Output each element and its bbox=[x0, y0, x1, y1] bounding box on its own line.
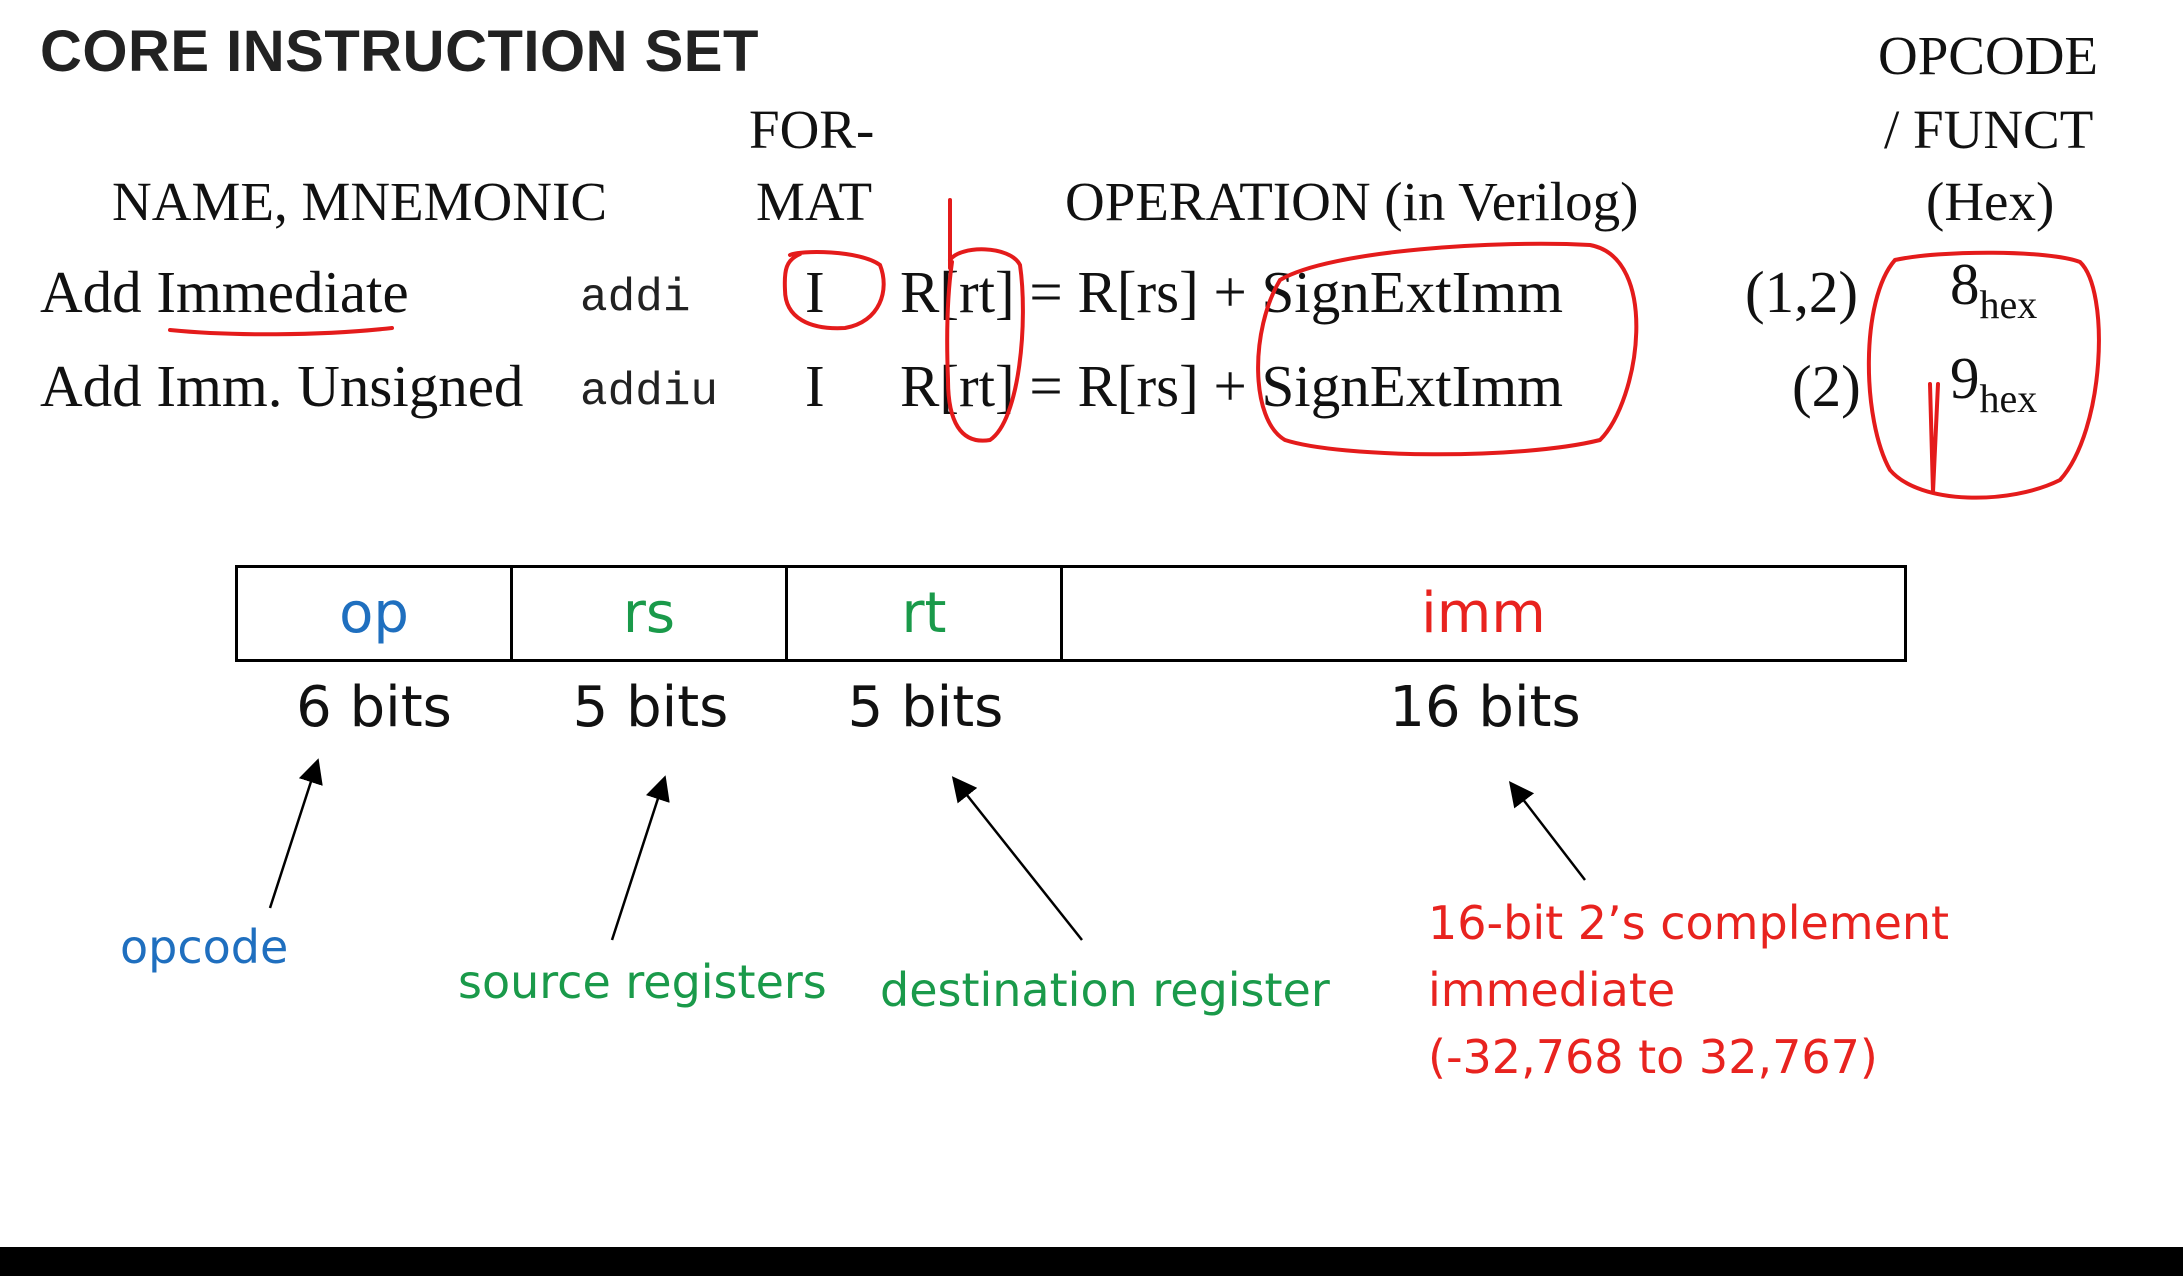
annotation-opcode: opcode bbox=[120, 920, 289, 974]
underline-immediate bbox=[168, 326, 394, 337]
field-rt-label: rt bbox=[901, 581, 947, 646]
arrow-destination-register bbox=[951, 776, 1083, 941]
opcode-suffix: hex bbox=[1979, 282, 2038, 327]
row-mnemonic: addi bbox=[580, 272, 691, 324]
oval-signextimm bbox=[1256, 241, 1639, 457]
row-notes: (1,2) bbox=[1745, 259, 1859, 325]
tick-opcode bbox=[1928, 382, 1940, 493]
table-title: CORE INSTRUCTION SET bbox=[40, 19, 759, 84]
bottom-black-bar bbox=[0, 1247, 2183, 1276]
header-opcode-line2: / FUNCT bbox=[1884, 99, 2094, 160]
row-mnemonic: addiu bbox=[580, 366, 719, 418]
field-rs-label: rs bbox=[622, 581, 676, 646]
row-name: Add Imm. Unsigned bbox=[40, 353, 524, 419]
row-opcode: 8hex bbox=[1950, 250, 2037, 328]
circle-format-i bbox=[782, 250, 886, 331]
arrow-immediate bbox=[1508, 781, 1586, 881]
oval-rt bbox=[945, 247, 1025, 443]
opcode-suffix: hex bbox=[1979, 376, 2038, 421]
field-op: op bbox=[235, 565, 513, 662]
arrow-opcode bbox=[268, 758, 323, 909]
row-operation: R[rt] = R[rs] + SignExtImm bbox=[900, 259, 1564, 325]
annotation-immediate-line2: immediate bbox=[1428, 963, 1676, 1017]
header-opcode-line3: (Hex) bbox=[1926, 171, 2055, 232]
header-operation: OPERATION (in Verilog) bbox=[1065, 171, 1639, 232]
field-imm: imm bbox=[1063, 565, 1907, 662]
bits-imm: 16 bits bbox=[1389, 675, 1581, 740]
bits-op: 6 bits bbox=[296, 675, 452, 740]
field-imm-label: imm bbox=[1421, 581, 1546, 646]
bits-rs: 5 bits bbox=[572, 675, 729, 740]
red-ink-markup bbox=[168, 198, 2101, 500]
oval-opcode bbox=[1866, 250, 2101, 500]
row-opcode: 9hex bbox=[1950, 344, 2037, 422]
field-rs: rs bbox=[513, 565, 788, 662]
row-notes: (2) bbox=[1792, 353, 1861, 419]
annotation-immediate-line1: 16-bit 2’s complement bbox=[1428, 896, 1950, 950]
row-name: Add Immediate bbox=[40, 259, 409, 325]
header-opcode-line1: OPCODE bbox=[1878, 25, 2099, 86]
header-name-mnemonic: NAME, MNEMONIC bbox=[112, 171, 607, 232]
bits-rt: 5 bits bbox=[847, 675, 1004, 740]
field-op-label: op bbox=[339, 581, 409, 646]
opcode-value: 8 bbox=[1950, 251, 1980, 317]
field-rt: rt bbox=[788, 565, 1063, 662]
opcode-value: 9 bbox=[1950, 345, 1980, 411]
arrow-source-registers bbox=[610, 775, 670, 941]
header-format-line2: MAT bbox=[756, 171, 873, 232]
row-format: I bbox=[805, 353, 825, 419]
annotation-immediate-line3: (-32,768 to 32,767) bbox=[1428, 1030, 1878, 1084]
row-format: I bbox=[805, 259, 825, 325]
annotation-destination-register: destination register bbox=[880, 963, 1330, 1017]
header-format-line1: FOR- bbox=[749, 99, 875, 160]
annotation-source-registers: source registers bbox=[458, 955, 827, 1009]
